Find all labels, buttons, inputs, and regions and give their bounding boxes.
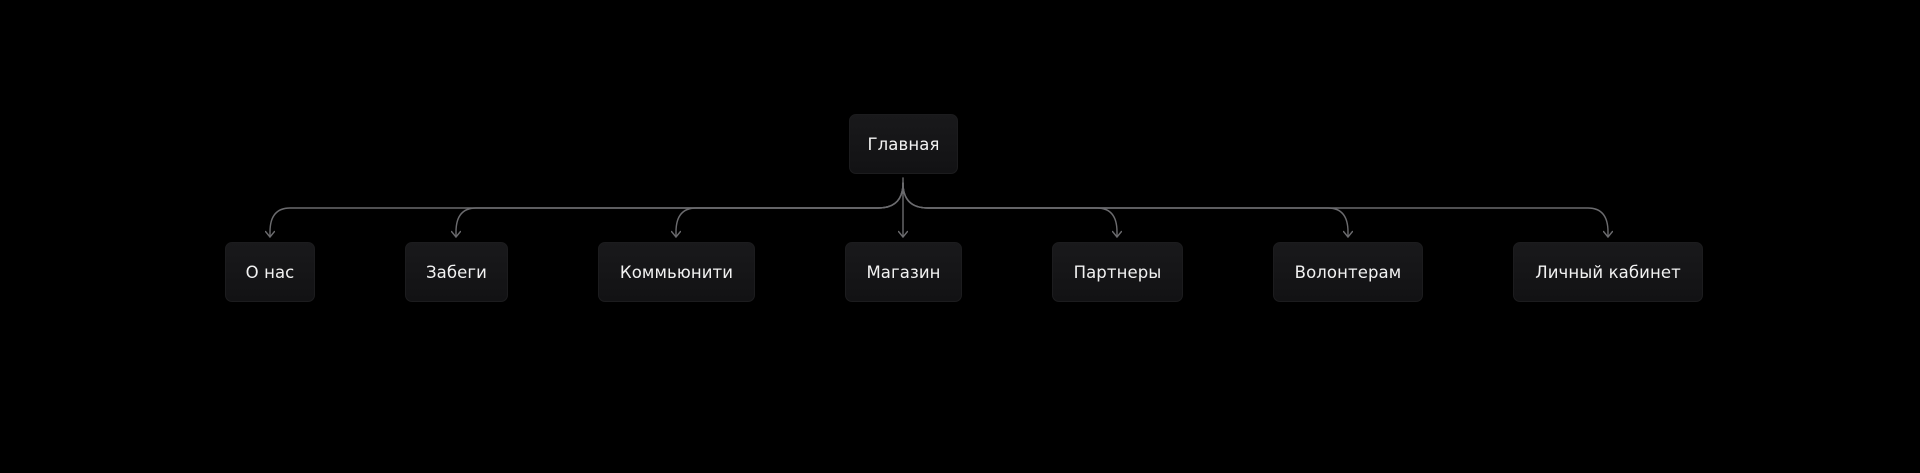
node-partnery[interactable]: Партнеры [1052,242,1183,302]
node-volonteram[interactable]: Волонтерам [1273,242,1423,302]
node-lichnyy-kabinet[interactable]: Личный кабинет [1513,242,1703,302]
node-magazin[interactable]: Магазин [845,242,962,302]
connector-lichnyy-kabinet [902,182,1608,238]
connector-volonteram [902,182,1348,238]
connector-zabegi [456,182,904,238]
node-kommyuniti[interactable]: Коммьюнити [598,242,755,302]
node-zabegi[interactable]: Забеги [405,242,508,302]
node-o-nas[interactable]: О нас [225,242,315,302]
connector-partnery [902,182,1117,238]
connector-kommyuniti [676,182,904,238]
node-glavnaya[interactable]: Главная [849,114,958,174]
connector-o-nas [270,182,904,238]
